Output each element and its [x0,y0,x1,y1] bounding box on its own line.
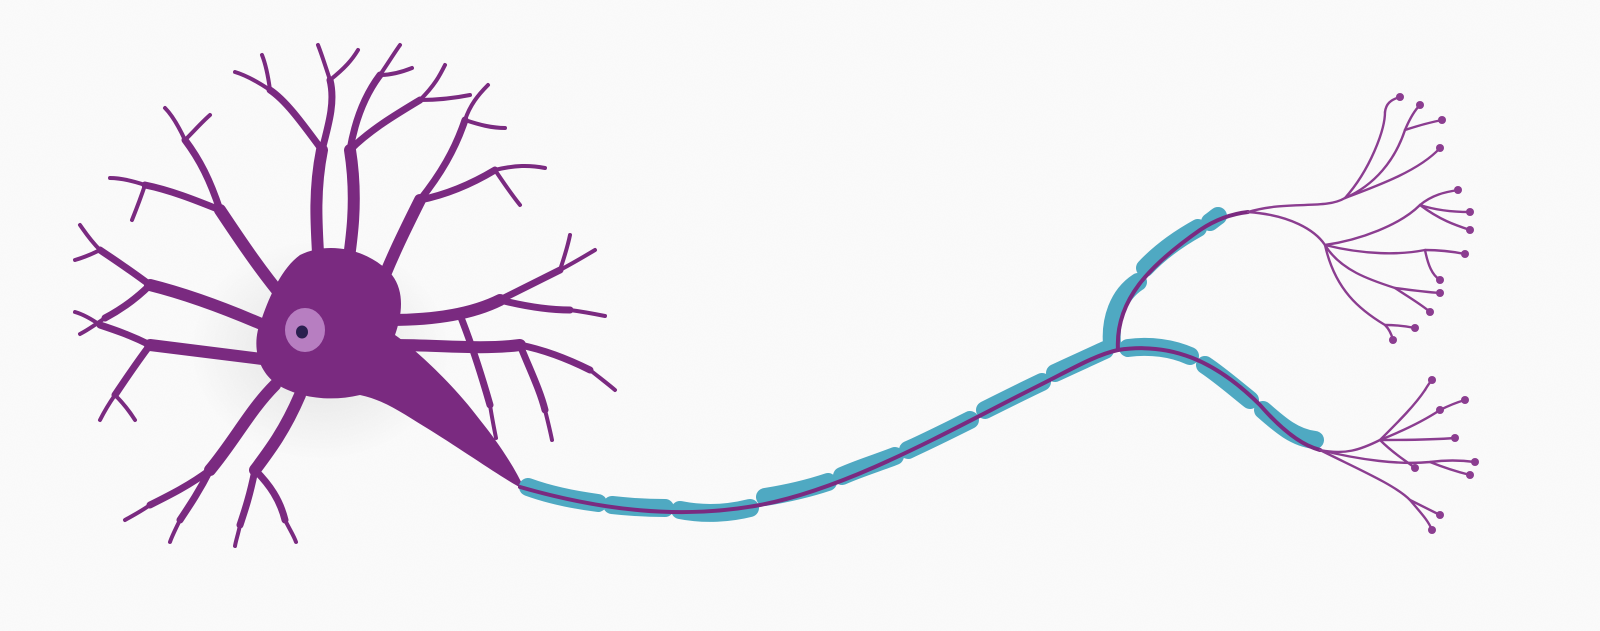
axon-group [518,207,1324,522]
terminal-bulbs-lower [1411,376,1479,534]
axon [518,210,1322,515]
cell-body [256,247,525,490]
nucleolus [296,325,308,339]
terminal-bulbs-upper [1389,93,1474,344]
dendrites [73,43,617,548]
